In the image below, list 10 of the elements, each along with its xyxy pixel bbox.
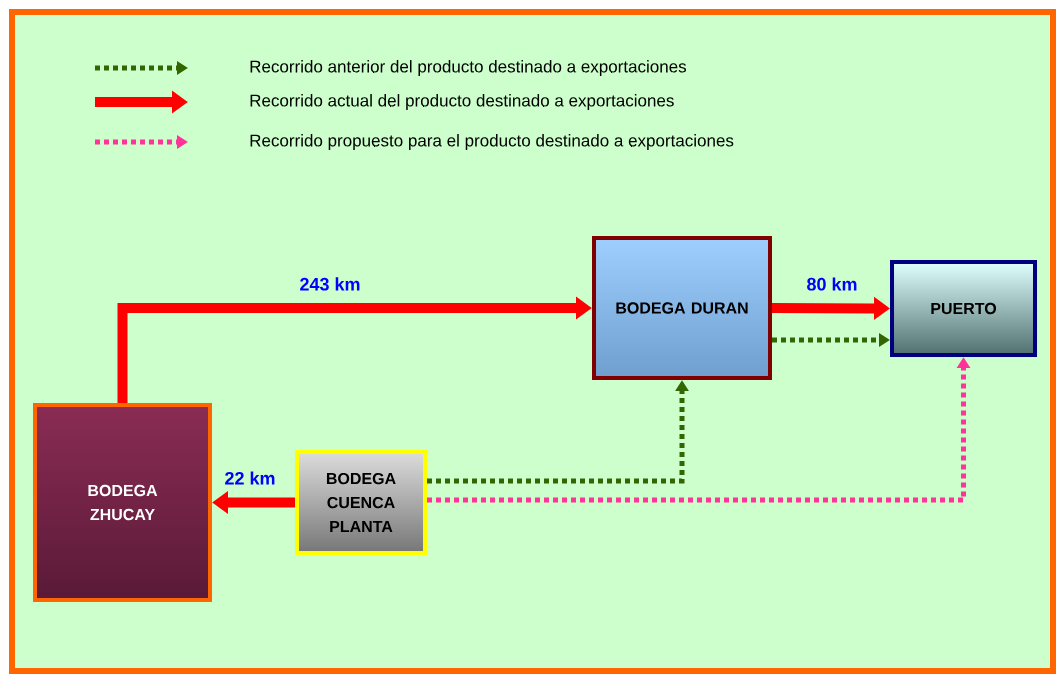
box: BODEGA CUENCA PLANTA	[295, 450, 427, 555]
edge-label: 80 km	[807, 277, 857, 291]
legend-text: Recorrido actual del producto destinado a exportaciones	[250, 94, 674, 110]
edge-label: 243 km	[300, 277, 360, 291]
legend-text: Recorrido anterior del producto destinado a exportaciones	[250, 60, 687, 76]
legend-text: Recorrido propuesto para el producto destinado a exportaciones	[250, 134, 734, 150]
box: PUERTO	[890, 260, 1037, 357]
box: BODEGA DURAN	[592, 236, 772, 380]
box: BODEGA ZHUCAY	[33, 403, 212, 602]
edge-label: 22 km	[225, 471, 275, 485]
